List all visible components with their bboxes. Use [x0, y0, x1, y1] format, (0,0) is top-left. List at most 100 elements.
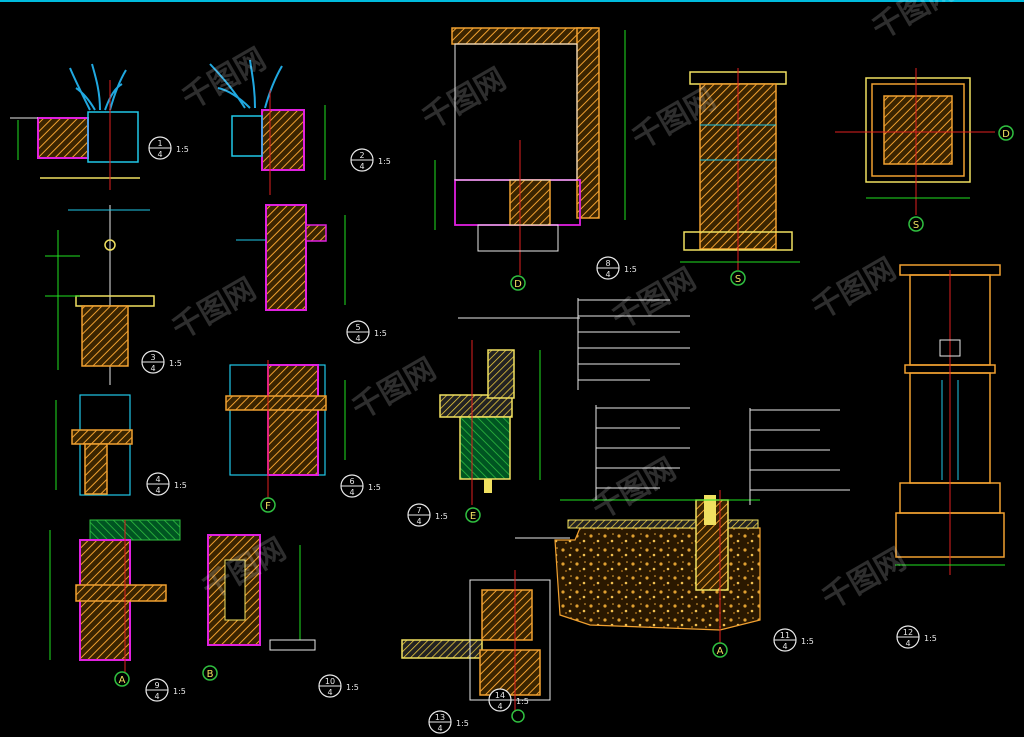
callout-number: 4: [155, 475, 160, 484]
grid-marker-label: E: [470, 511, 476, 522]
grid-marker: A: [114, 671, 130, 687]
callout-number: 6: [349, 477, 354, 486]
detail-footing-section-A: [515, 490, 761, 648]
detail-callout: 9 4 1:5: [145, 678, 186, 702]
detail-plant-cap-1: [10, 63, 140, 190]
callout-sheet: 4: [359, 162, 364, 171]
callout-sheet: 4: [905, 639, 910, 648]
detail-callout: 6 4 1:5: [340, 474, 381, 498]
detail-wall-section-A: [49, 519, 181, 672]
callout-sheet: 4: [416, 517, 421, 526]
watermark-text: 千图网: [817, 542, 912, 617]
detail-pilaster-section-S: [680, 68, 800, 270]
detail-callout: 11 4 1:5: [773, 628, 814, 652]
note-ladder-2: [595, 405, 690, 500]
callout-scale: 1:5: [378, 157, 391, 166]
callout-number: 5: [355, 323, 360, 332]
detail-wall-section-B: [207, 534, 316, 651]
callout-scale: 1:5: [516, 697, 529, 706]
watermark-text: 千图网: [607, 262, 702, 337]
note-ladder-3: [749, 408, 850, 505]
callout-scale: 1:5: [176, 145, 189, 154]
callout-scale: 1:5: [435, 512, 448, 521]
callout-scale: 1:5: [801, 637, 814, 646]
detail-callouts: 141:5241:5341:5441:5541:5641:5741:5841:5…: [141, 136, 937, 734]
callout-number: 12: [903, 628, 913, 637]
top-frame-line: [0, 0, 1024, 2]
detail-callout: 141:5: [148, 136, 189, 160]
watermark-text: 千图网: [417, 62, 512, 137]
grid-marker: F: [260, 497, 276, 513]
grid-marker: S: [908, 216, 924, 232]
detail-wall-section-6: [236, 204, 346, 311]
detail-callout: 12 4 1:5: [896, 625, 937, 649]
note-ladder-1: [577, 298, 690, 390]
detail-column-plan: [835, 68, 995, 215]
detail-callout: 341:5: [141, 350, 182, 374]
grid-marker-label: B: [207, 669, 214, 680]
callout-scale: 1:5: [374, 329, 387, 338]
detail-callout: 4 4 1:5: [146, 472, 187, 496]
callout-scale: 1:5: [624, 265, 637, 274]
detail-callout: 2 4 1:5: [350, 148, 391, 172]
detail-callout: 5 4 1:5: [346, 320, 387, 344]
grid-marker-label: A: [717, 646, 724, 657]
grid-marker: D: [998, 125, 1014, 141]
grid-marker-label: S: [735, 274, 741, 285]
callout-scale: 1:5: [924, 634, 937, 643]
detail-roof-edge-13: [401, 570, 551, 723]
detail-parapet-E: [439, 317, 580, 505]
grid-marker: E: [465, 507, 481, 523]
callout-sheet: 4: [437, 724, 442, 733]
callout-scale: 1:5: [169, 359, 182, 368]
watermark-text: 千图网: [867, 0, 962, 47]
callout-scale: 1:5: [368, 483, 381, 492]
callout-number: 1: [157, 139, 162, 148]
callout-number: 9: [154, 681, 159, 690]
grid-marker-label: D: [1002, 129, 1010, 140]
grid-marker: B: [202, 665, 218, 681]
watermark-text: 千图网: [807, 252, 902, 327]
detail-wall-section-F: [225, 360, 346, 498]
callout-sheet: 4: [327, 688, 332, 697]
watermark-text: 千图网: [347, 352, 442, 427]
callout-sheet: 4: [355, 334, 360, 343]
detail-window-head-D: [434, 27, 626, 275]
grid-marker-label: S: [913, 220, 919, 231]
detail-callout: 10 4 1:5: [318, 674, 359, 698]
callout-scale: 1:5: [174, 481, 187, 490]
detail-plant-cap-2: [209, 59, 326, 195]
callout-sheet: 4: [497, 702, 502, 711]
grid-marker-label: A: [119, 675, 126, 686]
callout-number: 3: [150, 353, 155, 362]
grid-marker: D: [510, 275, 526, 291]
callout-sheet: 4: [155, 486, 160, 495]
callout-number: 13: [435, 713, 445, 722]
callout-scale: 1:5: [456, 719, 469, 728]
grid-marker-label: F: [265, 501, 271, 512]
watermark-text: 千图网: [167, 272, 262, 347]
detail-callout: 8 4 1:5: [596, 256, 637, 280]
callout-number: 7: [416, 506, 421, 515]
callout-sheet: 4: [349, 488, 354, 497]
watermark-text: 千图网: [177, 42, 272, 117]
detail-wall-section-3: [55, 394, 133, 496]
callout-sheet: 4: [782, 642, 787, 651]
callout-number: 8: [605, 259, 610, 268]
watermark-text: 千图网: [587, 452, 682, 527]
detail-column-section-2: [45, 205, 155, 385]
callout-number: 11: [780, 631, 790, 640]
grid-marker-label: D: [514, 279, 522, 290]
detail-callout: 13 4 1:5: [428, 710, 469, 734]
callout-number: 2: [359, 151, 364, 160]
callout-number: 10: [325, 677, 335, 686]
detail-callout: 7 4 1:5: [407, 503, 448, 527]
callout-sheet: 4: [605, 270, 610, 279]
callout-scale: 1:5: [346, 683, 359, 692]
callout-sheet: 4: [154, 692, 159, 701]
grid-marker: S: [730, 270, 746, 286]
grid-markers: D S D S E F A B A: [114, 125, 1014, 687]
callout-scale: 1:5: [173, 687, 186, 696]
